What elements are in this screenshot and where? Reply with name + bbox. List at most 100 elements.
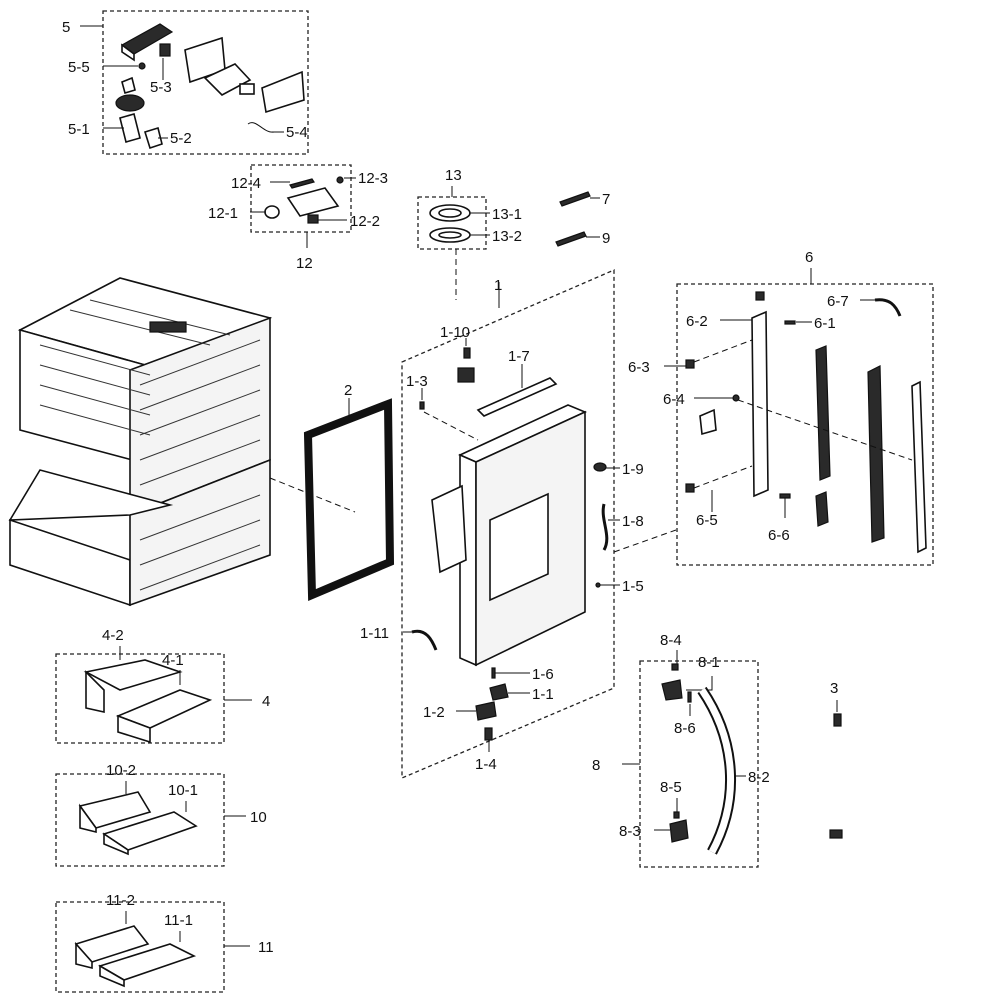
callout-10-2: 10-2: [106, 762, 136, 779]
callout-1-4: 1-4: [475, 756, 497, 773]
callout-6-4: 6-4: [663, 391, 685, 408]
cabinet-hinge-block: [149, 321, 187, 333]
callout-10: 10: [250, 809, 267, 826]
callout-6-3: 6-3: [628, 359, 650, 376]
callout-11: 11: [258, 939, 274, 956]
part-8-3-bracket: [669, 819, 689, 843]
callout-6-1: 6-1: [814, 315, 836, 332]
part-6-2-rail: [751, 310, 769, 498]
callout-4: 4: [262, 693, 270, 710]
group-13-gaskets: 13 13-1 13-2: [417, 167, 522, 300]
part-5-4-harness: [247, 122, 275, 133]
part-13-1-inner: [438, 208, 462, 218]
part-3-screw-top: [833, 713, 842, 727]
callout-6: 6: [805, 249, 813, 266]
part-5-1-bracket: [119, 113, 141, 143]
part-4-2-tray: [83, 659, 183, 691]
part-1-8-hose: [601, 503, 609, 551]
part-dispenser-recess: [489, 492, 549, 602]
part-6-6-screw: [779, 493, 791, 499]
part-1-11-harness: [411, 629, 438, 651]
part-12-motor-body: [286, 187, 340, 217]
callout-4-1: 4-1: [162, 652, 184, 669]
part-10-2-side: [79, 803, 97, 834]
callout-1-11: 1-11: [360, 625, 389, 642]
callout-8-6: 8-6: [674, 720, 696, 737]
part-10-1-front: [103, 832, 129, 856]
part-6-trim-c: [867, 365, 885, 543]
group-8-door-handle: 8-4 8-1 8-6 8 8-2 8-5 8-3: [592, 632, 770, 868]
part-5-2-plate: [143, 126, 163, 150]
callout-12-1: 12-1: [208, 205, 238, 222]
callout-11-2: 11-2: [106, 892, 135, 909]
callout-9: 9: [602, 230, 610, 247]
part-6-trim-a: [815, 345, 831, 481]
part-8-2-handle-inner: [699, 688, 735, 854]
part-1-3-pin: [419, 401, 425, 410]
refrigerator-cabinet: [8, 277, 356, 607]
callout-12-2: 12-2: [350, 213, 380, 230]
group-10-bin: 10-2 10-1 10: [55, 762, 267, 867]
part-6-top-cap: [755, 291, 765, 301]
callout-8-1: 8-1: [698, 654, 720, 671]
part-5-cover: [120, 23, 174, 62]
callout-12-3: 12-3: [358, 170, 388, 187]
callout-8-5: 8-5: [660, 779, 682, 796]
part-1-9-bushing: [593, 462, 607, 472]
part-12-1-gear: [264, 205, 280, 219]
callout-1-7: 1-7: [508, 348, 530, 365]
part-8-5-screw: [673, 811, 680, 819]
group-11-bin: 11-2 11-1 11: [55, 892, 274, 993]
callout-5-5: 5-5: [68, 59, 90, 76]
callout-1-3: 1-3: [406, 373, 428, 390]
part-12-4-strip: [289, 178, 315, 189]
part-6-5-hinge-cap: [685, 483, 695, 493]
part-6-1-screw: [784, 320, 796, 325]
part-1-4-cap: [484, 727, 493, 741]
group-1-door-assembly: 1 1-10 1-7 1-3 1-9 1-8: [360, 269, 677, 779]
part-12-3-clip: [336, 176, 344, 184]
part-5-3-clip: [159, 43, 171, 57]
callout-1-1: 1-1: [532, 686, 554, 703]
callout-1-2: 1-2: [423, 704, 445, 721]
callout-5-4: 5-4: [286, 124, 308, 141]
part-8-1-bracket: [661, 679, 683, 701]
part-1-1-hinge: [489, 683, 509, 701]
callout-12-4: 12-4: [231, 175, 261, 192]
part-1-10-module: [457, 367, 475, 383]
part-6-bracket: [699, 408, 717, 436]
callout-8-4: 8-4: [660, 632, 682, 649]
group-5-ice-maker-assembly: 5 5-5 5-3 5-1 5-2 5-4: [62, 10, 309, 155]
callout-4-2: 4-2: [102, 627, 124, 644]
part-door-body: [431, 404, 588, 667]
part-8-4-cap: [671, 663, 679, 671]
callout-11-1: 11-1: [164, 912, 193, 929]
part-6-trim-d: [911, 380, 927, 554]
callout-5-1: 5-1: [68, 121, 90, 138]
group-6-door-frame-parts: 6 6-7 6-2 6-1 6-3 6-4 6-5 6-6: [628, 249, 934, 566]
part-7-strip: [559, 191, 591, 207]
callout-1-5: 1-5: [622, 578, 644, 595]
group-4-bin: 4-2 4-1 4: [55, 627, 270, 744]
callout-6-2: 6-2: [686, 313, 708, 330]
callout-8-3: 8-3: [619, 823, 641, 840]
callout-13-1: 13-1: [492, 206, 522, 223]
callout-5-2: 5-2: [170, 130, 192, 147]
part-5-rear-plate: [261, 70, 305, 114]
callout-8: 8: [592, 757, 600, 774]
part-6-trim-b: [815, 491, 829, 527]
callout-1-6: 1-6: [532, 666, 554, 683]
part-9-strip: [555, 231, 587, 247]
callout-12: 12: [296, 255, 313, 272]
callout-5-3: 5-3: [150, 79, 172, 96]
callout-1-8: 1-8: [622, 513, 644, 530]
part-12-2-switch: [307, 214, 319, 224]
callout-6-6: 6-6: [768, 527, 790, 544]
part-5-5-screw: [138, 62, 146, 70]
part-1-7-cover: [476, 377, 558, 417]
part-11-1-front: [99, 964, 125, 988]
part-3-screws: 3: [829, 680, 843, 839]
part-13-2-inner: [438, 231, 462, 239]
callout-5: 5: [62, 19, 70, 36]
